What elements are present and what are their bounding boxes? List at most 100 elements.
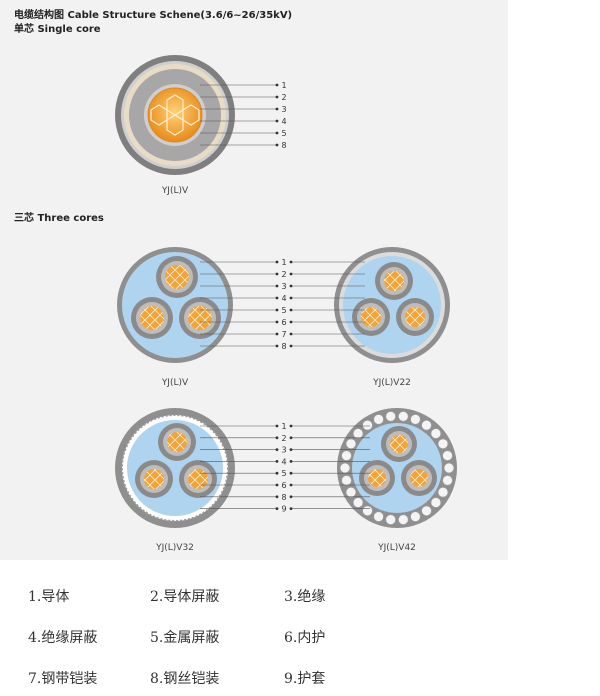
three-core-cable-v: YJ(L)V [117, 247, 233, 388]
legend-item-9: 9.护套 [284, 671, 326, 687]
leader-dot [289, 320, 293, 324]
part-number-label: 4 [281, 294, 286, 303]
leader-dot [275, 107, 279, 111]
armour-wire [352, 428, 364, 439]
armour-wire [352, 497, 364, 508]
conductor-strands [150, 94, 200, 136]
leader-dot [289, 460, 293, 463]
leader-dot [289, 332, 293, 336]
part-number-label: 3 [281, 446, 286, 455]
part-number-label: 1 [281, 422, 286, 431]
leader-dot [275, 83, 279, 87]
core-right [179, 460, 217, 498]
leader-dot [275, 95, 279, 99]
leader-dot [289, 272, 293, 276]
leader-dot [275, 483, 279, 487]
part-number-label: 2 [281, 93, 286, 102]
armour-wire [421, 505, 432, 517]
part-number-label: 1 [281, 81, 286, 90]
leader-dot [275, 272, 279, 276]
core-top [375, 262, 413, 300]
leader-dot [289, 483, 293, 487]
armour-wire [397, 410, 409, 422]
armour-wire [437, 486, 449, 498]
part-number-label: 3 [281, 282, 286, 291]
core-top [156, 256, 198, 298]
leader-dot [275, 495, 279, 499]
core-left [352, 298, 390, 336]
armour-wire [437, 438, 449, 450]
three-core-cable-v32: YJ(L)V32 [115, 408, 235, 553]
part-number-label: 4 [281, 457, 286, 466]
single-core-cable: YJ(L)V [115, 55, 235, 196]
single-core-heading: 单芯 Single core [14, 24, 101, 35]
part-number-label: 6 [281, 318, 286, 327]
page-title: 电缆结构图 Cable Structure Schene(3.6/6~26/35… [14, 10, 293, 21]
armour-wire [362, 505, 373, 517]
leaders-three-v32: 1 2 3 4 5 6 8 9 [200, 422, 370, 514]
part-number-label: 9 [281, 505, 286, 514]
caption-single: YJ(L)V [161, 186, 189, 196]
armour-wire [345, 438, 357, 450]
leader-dot [275, 507, 279, 510]
leader-dot [275, 131, 279, 135]
armour-wire [341, 474, 352, 486]
armour-wire [345, 486, 357, 498]
core-right [401, 460, 437, 496]
leader-dot [289, 296, 293, 300]
leader-dot [289, 495, 293, 499]
armour-wire [442, 474, 453, 486]
part-number-label: 2 [281, 434, 286, 443]
core-right [179, 297, 221, 339]
part-number-label: 6 [281, 481, 286, 490]
part-number-label: 8 [281, 493, 286, 502]
leader-dot [275, 284, 279, 288]
armour-wire [373, 413, 385, 425]
caption-three-v42: YJ(L)V42 [377, 543, 416, 553]
armour-wire [442, 450, 453, 462]
leader-dot [289, 424, 293, 428]
legend-item-7: 7.钢带铠装 [28, 671, 98, 687]
leader-dot [275, 448, 279, 451]
armour-wire [339, 462, 351, 474]
cable-structure-diagram: YJ(L)V 1 2 3 4 5 8 YJ(L)V YJ(L)V22 1 2 3 4 5 6 [115, 55, 457, 553]
three-core-heading: 三芯 Three cores [14, 213, 104, 224]
leader-dot [275, 471, 279, 475]
leader-dot [289, 260, 293, 264]
steel-wire-armour [339, 410, 455, 525]
legend-item-5: 5.金属屏蔽 [150, 630, 220, 646]
armour-wire [341, 450, 352, 462]
legend-item-4: 4.绝缘屏蔽 [28, 630, 98, 646]
leader-dot [275, 143, 279, 147]
leader-dot [275, 119, 279, 123]
core-left [135, 460, 173, 498]
part-number-label: 8 [281, 342, 286, 351]
armour-wire [385, 514, 397, 525]
leader-dot [275, 308, 279, 312]
armour-wire [409, 413, 421, 425]
leader-dot [289, 507, 293, 510]
leader-dot [289, 471, 293, 475]
legend-item-8: 8.钢丝铠装 [150, 671, 220, 687]
armour-wire [430, 497, 442, 508]
leader-dot [289, 448, 293, 451]
core-top [158, 423, 196, 461]
part-number-label: 5 [281, 129, 286, 138]
core-left [359, 460, 395, 496]
armour-wire [409, 511, 421, 522]
part-number-label: 3 [281, 105, 286, 114]
core-left [131, 297, 173, 339]
part-number-label: 5 [281, 469, 286, 478]
leader-dot [289, 436, 293, 440]
part-number-label: 1 [281, 258, 286, 267]
leader-dot [275, 344, 279, 348]
caption-three-v32: YJ(L)V32 [155, 543, 194, 553]
legend-item-3: 3.绝缘 [284, 589, 326, 605]
leader-dot [275, 320, 279, 324]
caption-three-v22: YJ(L)V22 [372, 378, 411, 388]
leader-dot [289, 344, 293, 348]
armour-wire [385, 410, 397, 422]
part-number-label: 8 [281, 141, 286, 150]
